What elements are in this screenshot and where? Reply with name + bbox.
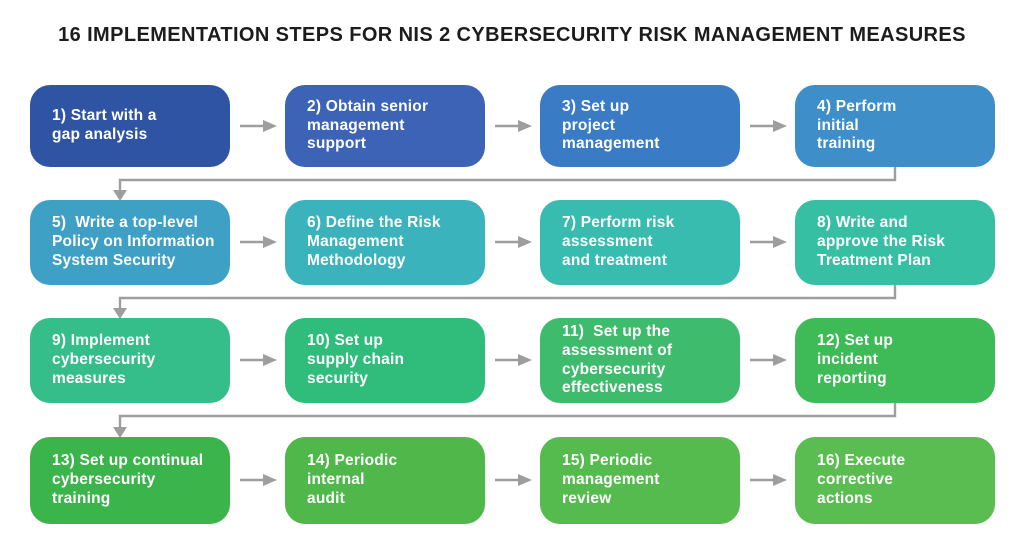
step-box-10: 10) Set up supply chain security	[285, 318, 485, 403]
step-box-15: 15) Periodic management review	[540, 437, 740, 524]
step-box-6: 6) Define the Risk Management Methodolog…	[285, 200, 485, 285]
step-box-5: 5) Write a top-level Policy on Informati…	[30, 200, 230, 285]
page-title: 16 IMPLEMENTATION STEPS FOR NIS 2 CYBERS…	[58, 24, 966, 46]
step-box-14: 14) Periodic internal audit	[285, 437, 485, 524]
step-box-16: 16) Execute corrective actions	[795, 437, 995, 524]
row-wrap-connector	[113, 160, 897, 201]
step-box-11: 11) Set up the assessment of cybersecuri…	[540, 318, 740, 403]
step-box-13: 13) Set up continual cybersecurity train…	[30, 437, 230, 524]
step-box-4: 4) Perform initial training	[795, 85, 995, 167]
step-box-7: 7) Perform risk assessment and treatment	[540, 200, 740, 285]
step-box-12: 12) Set up incident reporting	[795, 318, 995, 403]
step-box-9: 9) Implement cybersecurity measures	[30, 318, 230, 403]
step-box-2: 2) Obtain senior management support	[285, 85, 485, 167]
row-wrap-connector	[113, 278, 897, 319]
row-wrap-connector	[113, 396, 897, 438]
step-box-3: 3) Set up project management	[540, 85, 740, 167]
step-box-1: 1) Start with a gap analysis	[30, 85, 230, 167]
step-box-8: 8) Write and approve the Risk Treatment …	[795, 200, 995, 285]
